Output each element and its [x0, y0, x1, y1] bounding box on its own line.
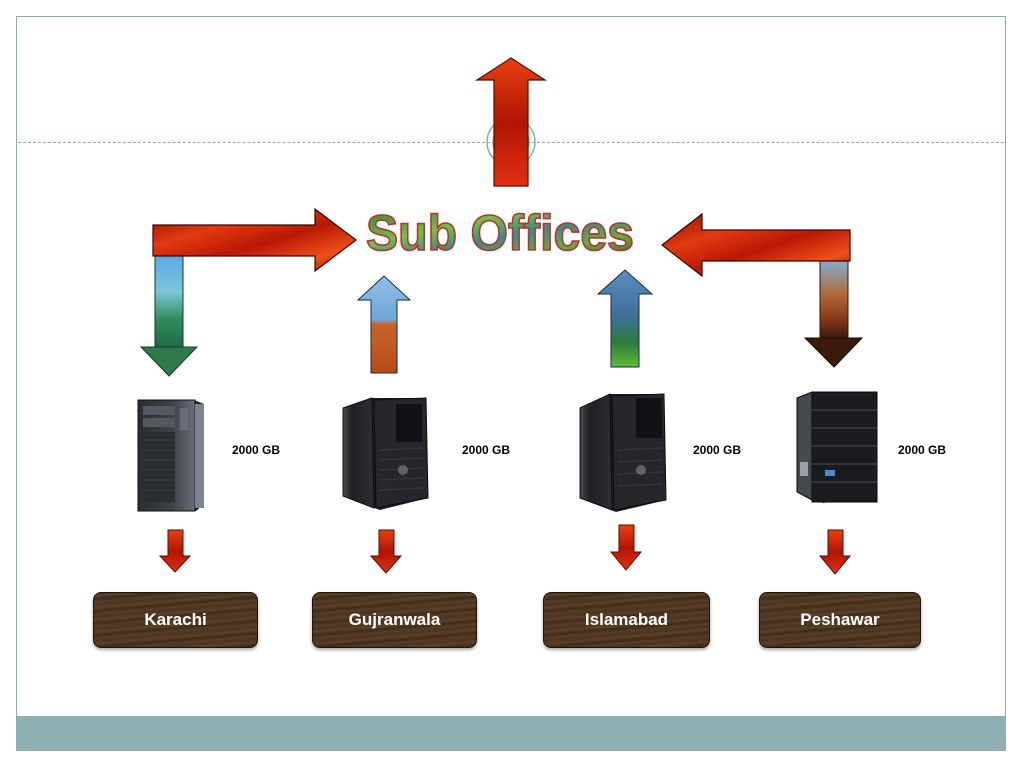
city-label: Islamabad [584, 610, 669, 629]
city-box-gujranwala: Gujranwala [312, 592, 477, 648]
server-icon [579, 393, 667, 512]
storage-label-karachi: 2000 GB [232, 443, 281, 457]
city-box-islamabad: Islamabad [543, 592, 710, 648]
storage-label-peshawar: 2000 GB [898, 443, 947, 457]
city-label: Karachi [144, 610, 207, 629]
left-connector-arrow [139, 207, 357, 377]
sub-offices-title: Sub Offices [365, 204, 635, 262]
down-arrow-peshawar [818, 529, 852, 575]
down-arrow-islamabad [609, 524, 643, 571]
server-icon [342, 397, 429, 510]
top-up-arrow [474, 57, 548, 187]
storage-label-gujranwala: 2000 GB [462, 443, 511, 457]
city-box-karachi: Karachi [93, 592, 258, 648]
down-arrow-karachi [158, 529, 192, 573]
city-box-peshawar: Peshawar [759, 592, 921, 648]
storage-label-islamabad: 2000 GB [693, 443, 742, 457]
footer-bar [17, 716, 1006, 751]
server-icon [796, 391, 878, 503]
up-arrow-gujranwala [356, 275, 412, 374]
down-arrow-gujranwala [369, 529, 403, 574]
city-label: Peshawar [800, 610, 880, 629]
up-arrow-islamabad [596, 269, 654, 368]
server-icon [137, 399, 204, 512]
city-label: Gujranwala [348, 610, 441, 629]
title-text: Sub Offices [366, 205, 634, 261]
right-connector-arrow [661, 212, 864, 368]
